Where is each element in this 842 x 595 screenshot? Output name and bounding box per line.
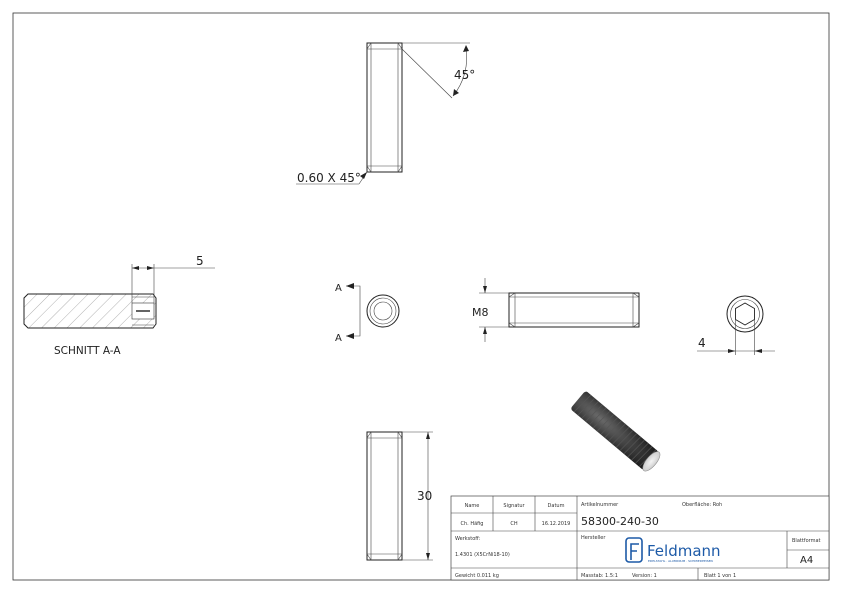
arrow-head — [483, 286, 487, 293]
version: Version: 1 — [632, 573, 657, 579]
section-arrow-bottom — [346, 333, 354, 339]
datum-header: Datum — [548, 503, 565, 509]
arrow-head — [483, 327, 487, 334]
blattformat-value: A4 — [800, 555, 813, 566]
thread-label: M8 — [472, 306, 489, 319]
logo-tagline: EDELSTAHL · ALUMINIUM · SCHMIEDEEISEN — [648, 559, 713, 563]
end-view: A A — [335, 283, 400, 344]
feldmann-logo: Feldmann EDELSTAHL · ALUMINIUM · SCHMIED… — [625, 537, 721, 563]
feldmann-logo-icon — [625, 537, 643, 563]
gewicht: Gewicht 0.011 kg — [455, 573, 499, 579]
section-arrow-top — [346, 283, 354, 289]
sheet-border — [12, 12, 830, 581]
blatt: Blatt 1 von 1 — [704, 573, 736, 579]
section-view: 5 SCHNITT A-A — [23, 254, 215, 357]
length-label: 30 — [417, 489, 432, 503]
hersteller-label: Hersteller — [581, 535, 606, 541]
arrow-head — [426, 432, 430, 439]
chamfer-label: 0.60 X 45° — [297, 171, 361, 185]
section-letter-top: A — [335, 283, 342, 294]
side-view: M8 — [472, 278, 640, 342]
hex-dim-label: 4 — [698, 336, 706, 350]
arrow-head — [728, 349, 736, 353]
logo-text: Feldmann — [647, 542, 721, 560]
oberflaeche: Oberfläche: Roh — [682, 502, 722, 508]
title-block: Name Signatur Datum Ch. Häfig CH 16.12.2… — [450, 495, 830, 581]
werkstoff-value: 1.4301 (X5CrNi18-10) — [455, 552, 510, 558]
signatur-header: Signatur — [503, 503, 525, 509]
angle-label: 45° — [454, 68, 475, 82]
artikel-label: Artikelnummer — [581, 502, 619, 508]
section-letter-bottom: A — [335, 333, 342, 344]
arrow-head — [754, 349, 762, 353]
blattformat-label: Blattformat — [792, 538, 821, 544]
werkstoff-label: Werkstoff: — [455, 536, 481, 542]
thread-lines — [573, 394, 657, 467]
arrow-head — [453, 89, 459, 96]
hex-view: 4 — [697, 295, 775, 355]
arrow-head — [463, 45, 469, 52]
bottom-view: 30 — [366, 431, 433, 561]
drafter-name: Ch. Häfig — [461, 521, 484, 527]
artikel-value: 58300-240-30 — [581, 515, 659, 528]
massstab: Masstab: 1.5:1 — [581, 573, 618, 579]
top-view: 45° 0.60 X 45° — [296, 42, 475, 185]
drafter-date: 16.12.2019 — [542, 521, 571, 527]
section-dim-label: 5 — [196, 254, 204, 268]
arrow-head — [132, 266, 139, 270]
arrow-head — [426, 553, 430, 560]
isometric-render — [571, 391, 661, 472]
arrow-head — [360, 172, 367, 179]
arrow-head — [147, 266, 154, 270]
section-caption: SCHNITT A-A — [54, 345, 121, 357]
name-header: Name — [465, 503, 480, 509]
drafter-sign: CH — [510, 521, 517, 527]
